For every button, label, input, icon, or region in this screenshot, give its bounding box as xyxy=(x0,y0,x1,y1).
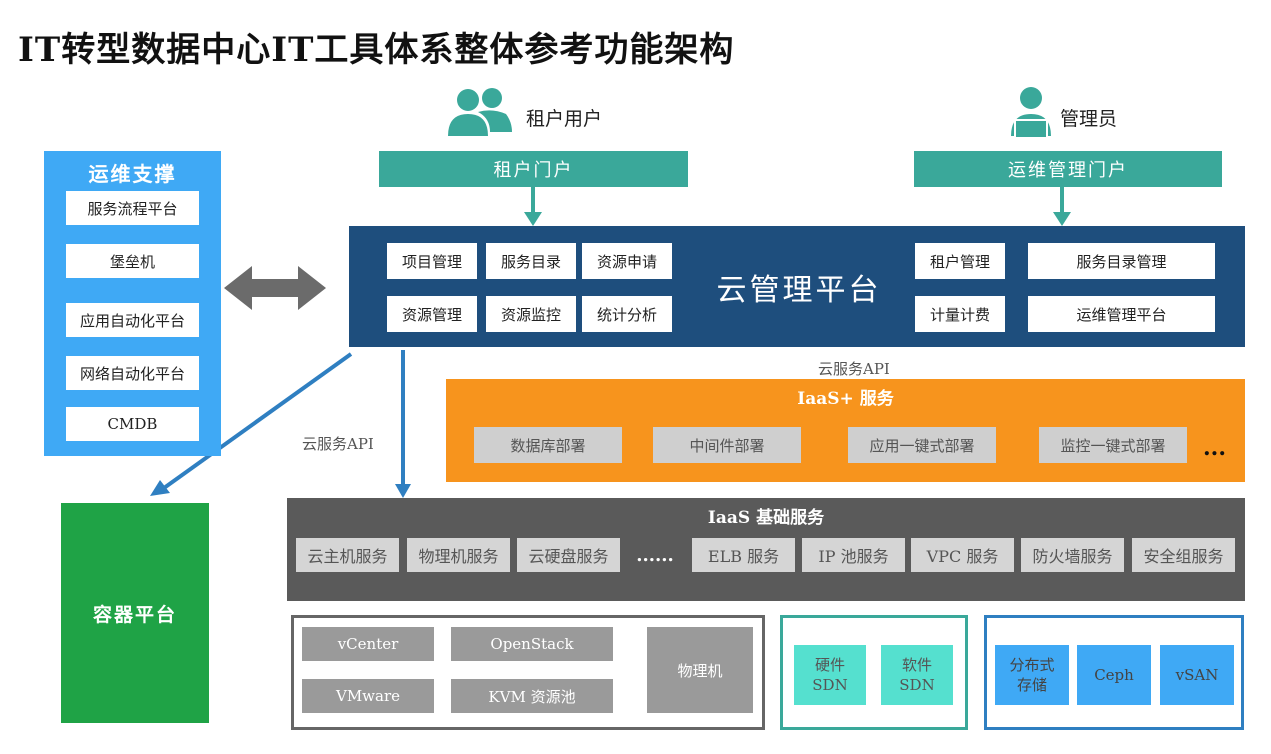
iaas-base-item: 物理机服务 xyxy=(407,538,510,572)
admin-icon xyxy=(1011,87,1051,139)
iaas-plus-item: 中间件部署 xyxy=(653,427,801,463)
iaas-plus-item: 监控一键式部署 xyxy=(1039,427,1187,463)
container-platform: 容器平台 xyxy=(61,503,209,723)
iaas-base-item: 云主机服务 xyxy=(296,538,399,572)
iaas-base-ellipsis: ...... xyxy=(636,544,674,566)
cmp-item: 租户管理 xyxy=(915,243,1005,279)
tenant-portal: 租户门户 xyxy=(379,151,688,187)
iaas-plus-more: ... xyxy=(1203,435,1226,461)
sdn-group: 硬件 SDN 软件 SDN xyxy=(780,615,968,730)
cmp-item: 资源申请 xyxy=(582,243,672,279)
iaas-base-item: VPC 服务 xyxy=(911,538,1014,572)
ops-item: 堡垒机 xyxy=(66,244,199,278)
tenant-user-label: 租户用户 xyxy=(526,108,603,130)
iaas-base-item: 防火墙服务 xyxy=(1021,538,1124,572)
iaas-plus-panel: IaaS+ 服务 数据库部署 中间件部署 应用一键式部署 监控一键式部署 ... xyxy=(446,379,1245,482)
cmp-item: 统计分析 xyxy=(582,296,672,332)
cmp-item: 服务目录 xyxy=(486,243,576,279)
cmp-item: 运维管理平台 xyxy=(1028,296,1215,332)
cmp-title: 云管理平台 xyxy=(716,273,882,308)
iaas-base-item: 安全组服务 xyxy=(1132,538,1235,572)
cmp-item: 资源监控 xyxy=(486,296,576,332)
storage-item: vSAN xyxy=(1160,645,1234,705)
iaas-plus-item: 数据库部署 xyxy=(474,427,622,463)
ops-item: 服务流程平台 xyxy=(66,191,199,225)
ops-portal: 运维管理门户 xyxy=(914,151,1222,187)
storage-item: Ceph xyxy=(1077,645,1151,705)
admin-label: 管理员 xyxy=(1060,108,1118,130)
api-label-top: 云服务API xyxy=(818,360,890,378)
ops-item: CMDB xyxy=(66,407,199,441)
iaas-base-item: ELB 服务 xyxy=(692,538,795,572)
users-icon xyxy=(448,88,512,136)
api-label-left: 云服务API xyxy=(302,435,374,453)
cmp-item: 资源管理 xyxy=(387,296,477,332)
ops-item: 网络自动化平台 xyxy=(66,356,199,390)
physical-machine: 物理机 xyxy=(647,627,753,713)
page-title: IT转型数据中心IT工具体系整体参考功能架构 xyxy=(18,30,735,70)
iaas-base-item: IP 池服务 xyxy=(802,538,905,572)
virtualization-item: KVM 资源池 xyxy=(451,679,613,713)
sdn-item: 软件 SDN xyxy=(881,645,953,705)
iaas-base-title: IaaS 基础服务 xyxy=(707,507,825,528)
storage-group: 分布式 存储 Ceph vSAN xyxy=(984,615,1244,730)
ops-item: 应用自动化平台 xyxy=(66,303,199,337)
cmp-item: 项目管理 xyxy=(387,243,477,279)
iaas-plus-item: 应用一键式部署 xyxy=(848,427,996,463)
virtualization-item: vCenter xyxy=(302,627,434,661)
iaas-base-item: 云硬盘服务 xyxy=(517,538,620,572)
iaas-base-panel: IaaS 基础服务 云主机服务 物理机服务 云硬盘服务 ...... ELB 服… xyxy=(287,498,1245,601)
virtualization-item: OpenStack xyxy=(451,627,613,661)
ops-support-panel: 运维支撑 服务流程平台 堡垒机 应用自动化平台 网络自动化平台 CMDB xyxy=(44,151,221,456)
virtualization-item: VMware xyxy=(302,679,434,713)
sdn-item: 硬件 SDN xyxy=(794,645,866,705)
cmp-item: 计量计费 xyxy=(915,296,1005,332)
iaas-plus-title: IaaS+ 服务 xyxy=(797,388,894,409)
ops-support-title: 运维支撑 xyxy=(88,161,177,186)
virtualization-group: vCenter OpenStack VMware KVM 资源池 物理机 xyxy=(291,615,765,730)
storage-item: 分布式 存储 xyxy=(995,645,1069,705)
cloud-management-platform: 项目管理 服务目录 资源申请 资源管理 资源监控 统计分析 云管理平台 租户管理… xyxy=(349,226,1245,347)
cmp-item: 服务目录管理 xyxy=(1028,243,1215,279)
